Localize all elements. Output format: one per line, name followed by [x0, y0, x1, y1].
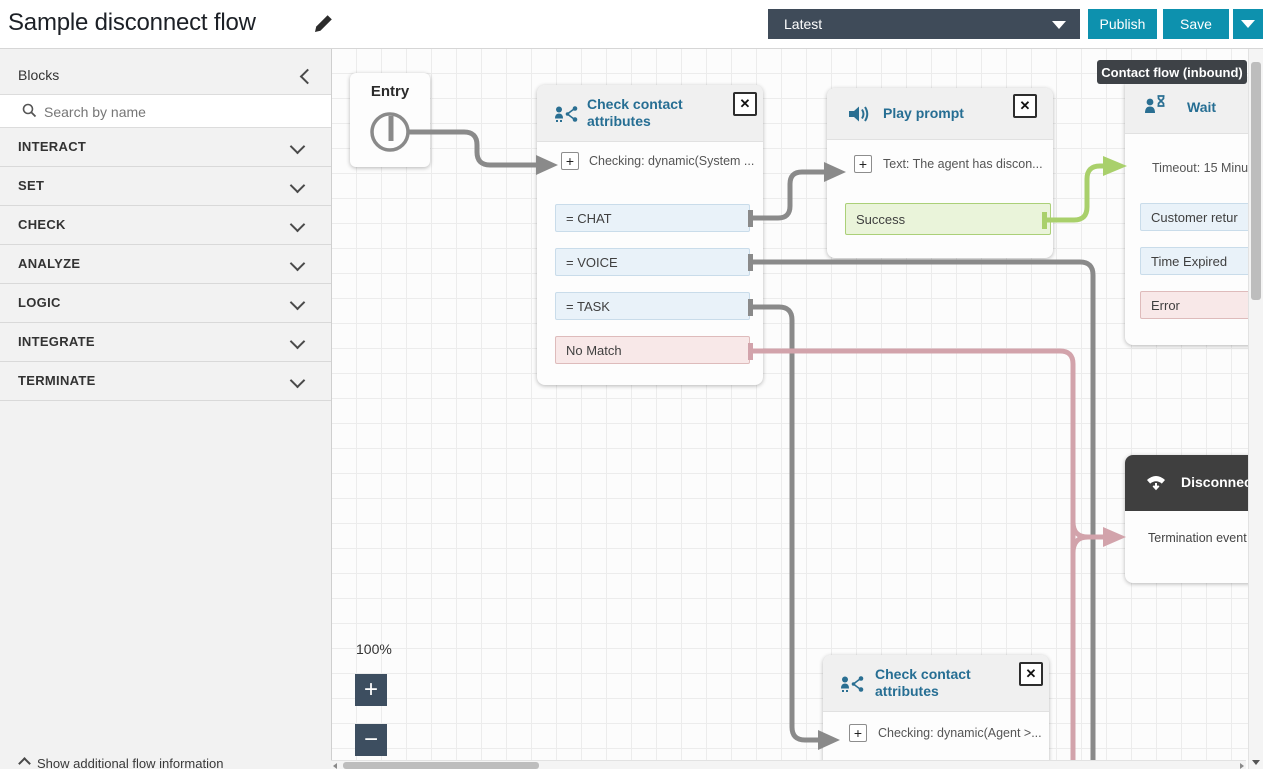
search-input[interactable]	[42, 99, 316, 125]
vertical-scrollbar-thumb[interactable]	[1251, 62, 1261, 300]
block-title: Disconnec	[1181, 474, 1252, 490]
sidebar-category-set[interactable]: SET	[0, 167, 331, 206]
chevron-up-icon	[18, 757, 31, 769]
block-header[interactable]: Check contact attributes ✕	[537, 85, 763, 142]
block-header[interactable]: Disconnec	[1125, 455, 1263, 511]
close-block-button[interactable]: ✕	[1013, 94, 1037, 118]
add-condition-button[interactable]: +	[561, 152, 579, 170]
block-title: Check contact attributes	[875, 666, 971, 699]
block-header[interactable]: Wait ✕	[1125, 78, 1263, 134]
save-options-button[interactable]	[1233, 9, 1263, 39]
branch-customer-returned[interactable]: Customer retur	[1140, 203, 1263, 231]
add-condition-button[interactable]: +	[849, 724, 867, 742]
chevron-down-icon	[1241, 20, 1255, 28]
block-title: Check contact attributes	[587, 96, 683, 129]
entry-label: Entry	[370, 83, 410, 100]
sidebar-category-integrate[interactable]: INTEGRATE	[0, 323, 331, 362]
check-contact-attributes-icon	[555, 106, 578, 122]
chevron-down-icon	[289, 138, 306, 155]
block-parameter: Checking: dynamic(System ...	[589, 154, 755, 168]
block-check-contact-attributes-2[interactable]: Check contact attributes ✕ + Checking: d…	[823, 655, 1049, 769]
chevron-down-icon	[289, 177, 306, 194]
chevron-down-icon	[289, 216, 306, 233]
person-hourglass-icon	[1145, 95, 1165, 113]
zoom-level: 100%	[356, 641, 392, 657]
block-check-contact-attributes-1[interactable]: Check contact attributes ✕ + Checking: d…	[537, 85, 763, 385]
scroll-right-arrow-icon[interactable]	[1240, 763, 1244, 769]
block-parameter: Text: The agent has discon...	[883, 157, 1043, 171]
sidebar-category-analyze[interactable]: ANALYZE	[0, 245, 331, 284]
block-wait[interactable]: Wait ✕ Timeout: 15 Minut Customer retur …	[1125, 78, 1263, 345]
sidebar-title: Blocks	[18, 67, 60, 83]
search-icon	[22, 103, 37, 118]
branch-chat[interactable]: = CHAT	[555, 204, 750, 232]
edit-title-pencil-icon[interactable]	[312, 13, 334, 35]
branch-no-match[interactable]: No Match	[555, 336, 750, 364]
sidebar-category-check[interactable]: CHECK	[0, 206, 331, 245]
vertical-scrollbar[interactable]	[1248, 48, 1263, 769]
chevron-down-icon	[1052, 21, 1066, 29]
sidebar-category-interact[interactable]: INTERACT	[0, 128, 331, 167]
add-prompt-button[interactable]: +	[854, 155, 872, 173]
sidebar-category-terminate[interactable]: TERMINATE	[0, 362, 331, 401]
flow-type-badge: Contact flow (inbound)	[1097, 60, 1247, 84]
collapse-sidebar-icon[interactable]	[299, 68, 316, 85]
show-flow-info-toggle[interactable]: Show additional flow information	[18, 756, 223, 769]
branch-success[interactable]: Success	[845, 203, 1051, 235]
close-block-button[interactable]: ✕	[733, 92, 757, 116]
top-header: Sample disconnect flow Latest Publish Sa…	[0, 0, 1263, 49]
entry-block[interactable]: Entry	[350, 73, 430, 167]
zoom-in-button[interactable]: +	[355, 674, 387, 706]
branch-termination-event: Termination event	[1148, 531, 1247, 545]
branch-voice[interactable]: = VOICE	[555, 248, 750, 276]
chevron-down-icon	[289, 255, 306, 272]
phone-hangup-icon	[1147, 476, 1165, 491]
flow-canvas-grid[interactable]	[331, 48, 1263, 769]
version-dropdown-value: Latest	[784, 16, 823, 32]
branch-error[interactable]: Error	[1140, 291, 1263, 319]
close-block-button[interactable]: ✕	[1019, 662, 1043, 686]
scroll-down-arrow-icon[interactable]	[1252, 760, 1260, 765]
block-header[interactable]: Check contact attributes ✕	[823, 655, 1049, 712]
block-header[interactable]: Play prompt ✕	[827, 88, 1053, 140]
check-contact-attributes-icon	[841, 676, 864, 692]
blocks-sidebar: Blocks INTERACT SET CHECK ANALYZE LOGIC …	[0, 48, 332, 769]
chevron-down-icon	[289, 333, 306, 350]
scroll-left-arrow-icon[interactable]	[333, 763, 337, 769]
branch-task[interactable]: = TASK	[555, 292, 750, 320]
horizontal-scrollbar[interactable]	[331, 760, 1246, 769]
version-dropdown[interactable]: Latest	[768, 9, 1080, 39]
block-title: Wait	[1187, 99, 1217, 115]
sidebar-header: Blocks	[0, 59, 331, 95]
chevron-down-icon	[289, 294, 306, 311]
block-play-prompt[interactable]: Play prompt ✕ + Text: The agent has disc…	[827, 88, 1053, 258]
sidebar-category-logic[interactable]: LOGIC	[0, 284, 331, 323]
zoom-out-button[interactable]: −	[355, 724, 387, 756]
chevron-down-icon	[289, 372, 306, 389]
page-title: Sample disconnect flow	[8, 9, 256, 36]
save-button[interactable]: Save	[1163, 9, 1229, 39]
sidebar-search	[0, 95, 331, 128]
publish-button[interactable]: Publish	[1088, 9, 1157, 39]
speaker-icon	[849, 106, 869, 122]
block-parameter: Timeout: 15 Minut	[1152, 161, 1252, 175]
block-disconnect[interactable]: Disconnec Termination event	[1125, 455, 1263, 583]
horizontal-scrollbar-thumb[interactable]	[343, 762, 539, 769]
block-parameter: Checking: dynamic(Agent >...	[878, 726, 1042, 740]
entry-point-icon	[370, 112, 410, 152]
block-title: Play prompt	[883, 105, 964, 121]
branch-time-expired[interactable]: Time Expired	[1140, 247, 1263, 275]
